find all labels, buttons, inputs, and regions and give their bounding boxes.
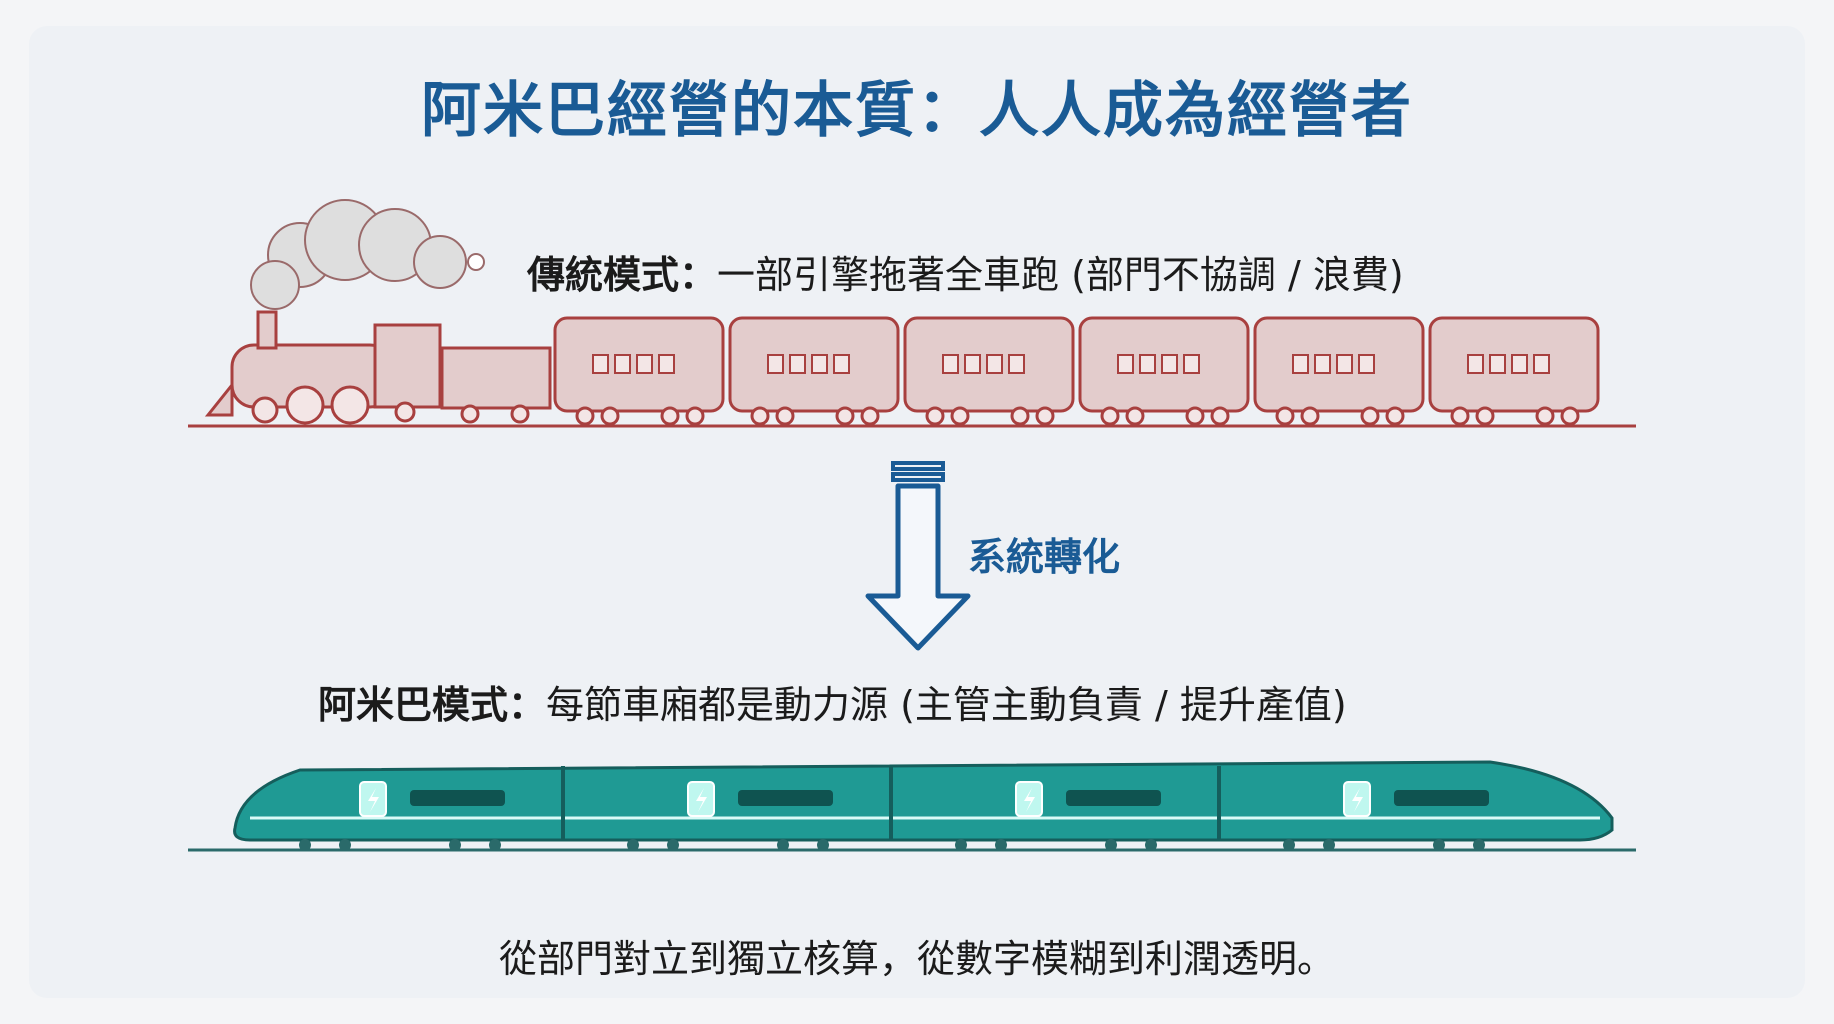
wheel	[1105, 839, 1117, 851]
lightning-icon	[1352, 788, 1363, 812]
wheel	[775, 406, 795, 426]
wheel	[1475, 406, 1495, 426]
car-window	[1183, 354, 1200, 374]
wheel	[299, 839, 311, 851]
wheel	[1010, 406, 1030, 426]
car-window	[811, 354, 828, 374]
wheel	[817, 839, 829, 851]
lightning-icon	[1024, 788, 1035, 812]
lightning-icon	[696, 788, 707, 812]
car-window	[942, 354, 959, 374]
car-window	[614, 354, 631, 374]
wheel	[510, 404, 530, 424]
wheel	[600, 406, 620, 426]
wheel	[339, 839, 351, 851]
car-window	[986, 354, 1003, 374]
wheel	[1300, 406, 1320, 426]
wheel	[1323, 839, 1335, 851]
car-window	[1489, 354, 1506, 374]
wheel	[1210, 406, 1230, 426]
car-window	[636, 354, 653, 374]
car-window	[1467, 354, 1484, 374]
window-strip	[1394, 790, 1489, 806]
wheel	[489, 839, 501, 851]
wheel	[660, 406, 680, 426]
wheel	[1433, 839, 1445, 851]
wheel	[575, 406, 595, 426]
wheel	[1535, 406, 1555, 426]
car-window	[1292, 354, 1309, 374]
wheel	[1035, 406, 1055, 426]
transition-label: 系統轉化	[968, 535, 1121, 579]
wheel	[950, 406, 970, 426]
cowcatcher	[204, 380, 234, 417]
wheel	[460, 404, 480, 424]
amoeba-mode-label: 阿米巴模式：每節車廂都是動力源 (主管主動負責 / 提升產值)	[318, 683, 1347, 727]
car-window	[1533, 354, 1550, 374]
wheel	[860, 406, 880, 426]
coal-tender	[440, 346, 552, 410]
wheel	[1360, 406, 1380, 426]
window-strip	[738, 790, 833, 806]
chimney	[256, 310, 278, 350]
wheel	[667, 839, 679, 851]
car-window	[964, 354, 981, 374]
car-window	[1358, 354, 1375, 374]
car-window	[833, 354, 850, 374]
wheel	[1450, 406, 1470, 426]
lightning-icon	[368, 788, 379, 812]
wheel	[685, 406, 705, 426]
down-arrow-icon	[865, 461, 971, 651]
wheel	[995, 839, 1007, 851]
wheel	[777, 839, 789, 851]
car-window	[1139, 354, 1156, 374]
car-window	[767, 354, 784, 374]
wheel	[251, 396, 279, 424]
window-strip	[410, 790, 505, 806]
smoke-cloud	[413, 235, 467, 289]
wheel	[449, 839, 461, 851]
page-title: 阿米巴經營的本質：人人成為經營者	[421, 76, 1413, 146]
car-window	[658, 354, 675, 374]
car-window	[1336, 354, 1353, 374]
traditional-mode-label: 傳統模式：一部引擎拖著全車跑 (部門不協調 / 浪費)	[527, 253, 1404, 297]
wheel	[394, 401, 416, 423]
car-window	[1008, 354, 1025, 374]
wheel	[1385, 406, 1405, 426]
wheel	[1473, 839, 1485, 851]
wheel	[1100, 406, 1120, 426]
wheel	[955, 839, 967, 851]
footer-summary: 從部門對立到獨立核算，從數字模糊到利潤透明。	[498, 937, 1335, 981]
wheel	[1185, 406, 1205, 426]
car-window	[789, 354, 806, 374]
cab	[373, 323, 442, 409]
smoke-puff	[467, 253, 485, 271]
car-window	[1511, 354, 1528, 374]
wheel	[750, 406, 770, 426]
car-window	[1117, 354, 1134, 374]
wheel	[627, 839, 639, 851]
wheel	[1125, 406, 1145, 426]
wheel	[925, 406, 945, 426]
car-window	[1314, 354, 1331, 374]
wheel	[1275, 406, 1295, 426]
wheel	[1283, 839, 1295, 851]
wheel	[1145, 839, 1157, 851]
smoke-cloud	[250, 260, 300, 310]
window-strip	[1066, 790, 1161, 806]
wheel	[1560, 406, 1580, 426]
wheel	[330, 385, 370, 425]
car-window	[592, 354, 609, 374]
wheel	[285, 385, 325, 425]
bullet-train-illustration	[188, 760, 1636, 852]
wheel	[835, 406, 855, 426]
train-body	[233, 760, 1614, 842]
steam-train-illustration	[188, 199, 1636, 428]
car-window	[1161, 354, 1178, 374]
